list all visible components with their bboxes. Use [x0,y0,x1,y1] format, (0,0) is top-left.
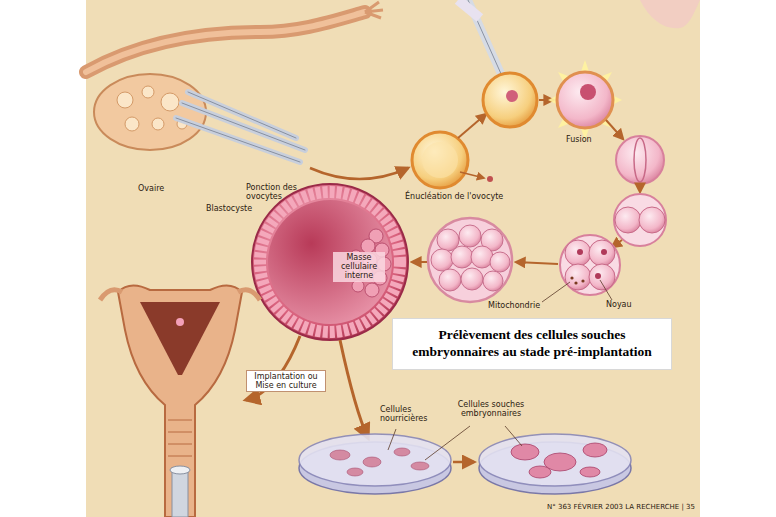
stage-label: Blastocyste [206,204,266,213]
step-label: Énucléation de l'ovocyte [405,192,530,201]
part-label: Cellules nourricières [380,405,432,423]
credit-line: N° 363 FÉVRIER 2003 LA RECHERCHE | 35 [530,503,695,511]
part-label: Masse cellulaire interne [333,252,385,282]
step-label: Ponction des ovocytes [246,183,301,201]
box-text: Prélèvement des cellules souches embryon… [401,327,663,361]
part-label: Cellules souches embryonnaires [452,400,530,418]
step-label: Fusion [566,135,606,144]
part-label: Mitochondrie [488,301,552,310]
part-label: Ovaire [138,184,188,193]
arrow-label: Implantation ou Mise en culture [246,370,326,392]
caption-box: Prélèvement des cellules souches embryon… [392,318,672,370]
part-label: Noyau [606,300,646,309]
